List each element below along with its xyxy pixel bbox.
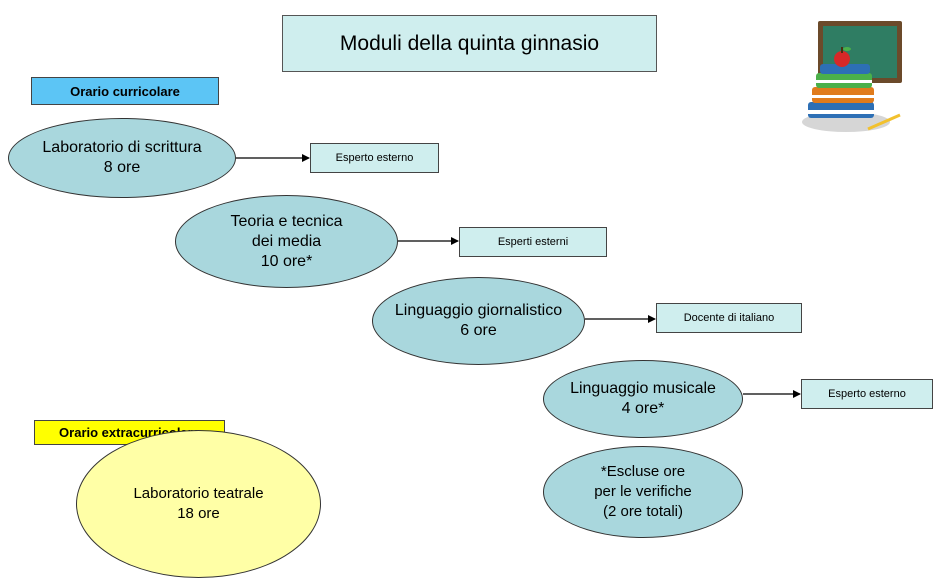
- module-title: Laboratorio teatrale: [133, 485, 264, 502]
- page-title: Moduli della quinta ginnasio: [282, 15, 657, 72]
- module-hours: 4 ore*: [621, 400, 665, 417]
- curricular-section-label: Orario curricolare: [31, 77, 219, 105]
- module-ellipse-musicale: Linguaggio musicale 4 ore*: [543, 360, 743, 438]
- instructor-box-3: Docente di italiano: [656, 303, 802, 333]
- note-ellipse: *Escluse ore per le verifiche (2 ore tot…: [543, 446, 743, 538]
- note-line: *Escluse ore: [600, 463, 686, 480]
- module-ellipse-teatrale: Laboratorio teatrale 18 ore: [76, 430, 321, 578]
- instructor-box-4: Esperto esterno: [801, 379, 933, 409]
- note-line: (2 ore totali): [602, 503, 684, 520]
- module-title: Teoria e tecnica: [230, 212, 343, 230]
- instructor-box-2: Esperti esterni: [459, 227, 607, 257]
- module-title: Linguaggio giornalistico: [394, 302, 563, 319]
- books-and-chalkboard-icon: [798, 17, 906, 135]
- module-hours: 10 ore*: [260, 252, 313, 270]
- instructor-box-1: Esperto esterno: [310, 143, 439, 173]
- module-title: Laboratorio di scrittura: [42, 139, 202, 156]
- module-title: Linguaggio musicale: [570, 380, 716, 397]
- module-ellipse-scrittura: Laboratorio di scrittura 8 ore: [8, 118, 236, 198]
- module-ellipse-media: Teoria e tecnica dei media 10 ore*: [175, 195, 398, 288]
- note-line: per le verifiche: [594, 483, 692, 500]
- module-title-cont: dei media: [251, 232, 322, 250]
- module-ellipse-giornalistico: Linguaggio giornalistico 6 ore: [372, 277, 585, 365]
- module-hours: 18 ore: [177, 505, 220, 522]
- module-hours: 8 ore: [103, 159, 141, 176]
- module-hours: 6 ore: [460, 322, 497, 339]
